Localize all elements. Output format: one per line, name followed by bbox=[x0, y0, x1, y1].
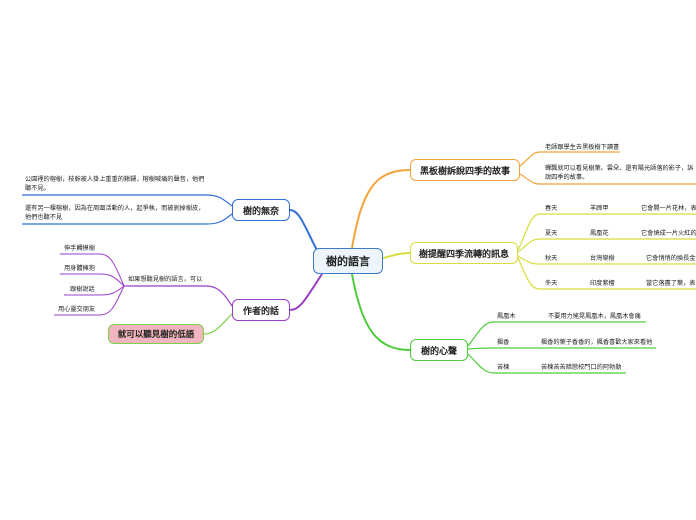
b2-desc-3: 它會悄悄的換長金黃色的秋 bbox=[646, 255, 696, 262]
b3-tree-2: 楓香 bbox=[497, 339, 510, 346]
b3-desc-1: 不要用力搖晃鳳凰木，鳳凰木會痛 bbox=[548, 313, 641, 320]
b5-item-3: 跟樹說話 bbox=[70, 286, 95, 293]
b5-item-1: 伸手觸摸樹 bbox=[64, 245, 95, 252]
b5-intro: 如果想聽見樹的語言，可以 bbox=[128, 276, 203, 283]
b4-item-1: 公園裡的榕樹，枝幹被人掛上重重的鞦韆，榕樹喊痛的聲音，他們聽不見。 bbox=[25, 176, 205, 192]
b5-item-2: 用身體擁抱 bbox=[64, 265, 95, 272]
b5-extra-node[interactable]: 就可以聽見樹的低語 bbox=[108, 324, 204, 344]
b1-item-2: 蟬飄就可以看見樹葉、雲朵、還有陽光師落的影子，訴說四季的故事。 bbox=[545, 165, 694, 181]
b3-desc-3: 苦楝苦苦暗戀校門口的阿勃勒 bbox=[541, 364, 622, 371]
branch-seasons-story[interactable]: 黑板樹訴說四季的故事 bbox=[410, 159, 520, 181]
b3-desc-2: 楓香的葉子香香的，楓香喜歡大家來看他 bbox=[541, 339, 653, 346]
b2-season-1: 春天 bbox=[545, 205, 558, 212]
b2-tree-3: 台灣欒樹 bbox=[590, 255, 615, 262]
link-root-b2 bbox=[382, 252, 411, 259]
link-root-b1 bbox=[351, 169, 411, 249]
b3-tree-1: 鳳凰木 bbox=[497, 313, 516, 320]
b2-desc-1: 它會開一片花林，表現春天 bbox=[641, 205, 696, 212]
root-node[interactable]: 樹的語言 bbox=[313, 248, 383, 274]
link-root-b5 bbox=[289, 273, 323, 311]
b3-tree-3: 苦楝 bbox=[497, 364, 510, 371]
b1-item-1: 老師跟學生去黑板樹下讀書 bbox=[545, 144, 620, 151]
b2-tree-1: 羊蹄甲 bbox=[590, 205, 609, 212]
b2-season-2: 夏天 bbox=[545, 230, 558, 237]
b2-tree-4: 印度紫檀 bbox=[590, 280, 615, 287]
b2-desc-2: 它會燒成一片火紅的夏天 bbox=[641, 230, 696, 237]
link-root-b3 bbox=[351, 273, 411, 351]
b2-season-4: 冬天 bbox=[545, 280, 558, 287]
branch-tree-voice[interactable]: 樹的心聲 bbox=[410, 339, 468, 361]
branch-seasons-message[interactable]: 樹提醒四季流轉的訊息 bbox=[410, 242, 518, 264]
branch-author-words[interactable]: 作者的話 bbox=[232, 299, 290, 321]
b2-season-3: 秋天 bbox=[545, 255, 558, 262]
b2-desc-4: 當它落盡了葉，表示冬天 bbox=[646, 280, 696, 287]
b4-item-2: 還有另一棵榕樹，因為在周圍活動的人，起爭執，而被剝掉樹皮，他們也聽不見 bbox=[25, 205, 205, 221]
b2-tree-2: 鳳凰花 bbox=[590, 230, 609, 237]
branch-tree-helplessness[interactable]: 樹的無奈 bbox=[232, 199, 290, 221]
b5-item-4: 用心靈交朋友 bbox=[58, 306, 96, 313]
